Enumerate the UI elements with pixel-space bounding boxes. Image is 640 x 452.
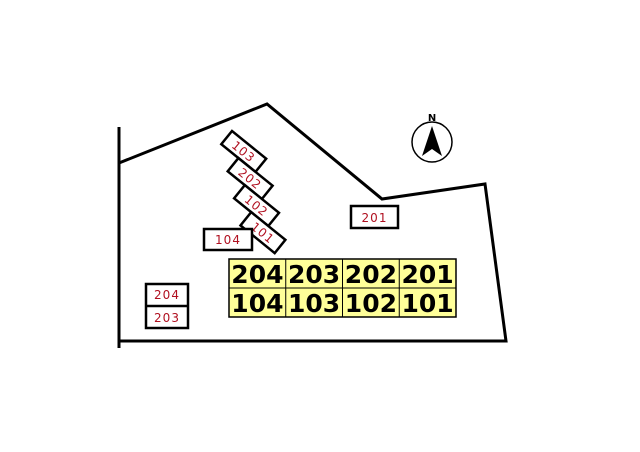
parking-space-label: 204 (154, 288, 180, 302)
compass-arrow-icon (422, 126, 442, 156)
parking-space-right-label: 201 (362, 211, 388, 225)
parking-space-center-left (202, 227, 254, 252)
parking-space (238, 210, 288, 255)
parking-space-center-left-label: 104 (215, 233, 241, 247)
unit-label: 203 (288, 260, 340, 289)
lot-boundary (117, 102, 508, 348)
unit-label: 202 (345, 260, 397, 289)
unit-label: 101 (402, 289, 454, 318)
parking-space-right (349, 204, 400, 230)
building-units: 204 203 202 201 104 103 102 101 (228, 258, 457, 318)
unit-label: 204 (231, 260, 283, 289)
unit-label: 201 (402, 260, 454, 289)
compass-north-label: N (428, 113, 436, 124)
parking-space-label: 203 (154, 311, 180, 325)
unit-label: 103 (288, 289, 340, 318)
diagonal-parking-group: 103 202 102 101 (219, 129, 288, 255)
unit-label: 104 (231, 289, 283, 318)
unit-label: 102 (345, 289, 397, 318)
north-compass: N (411, 113, 453, 163)
left-parking-stack: 204 203 (144, 282, 190, 330)
